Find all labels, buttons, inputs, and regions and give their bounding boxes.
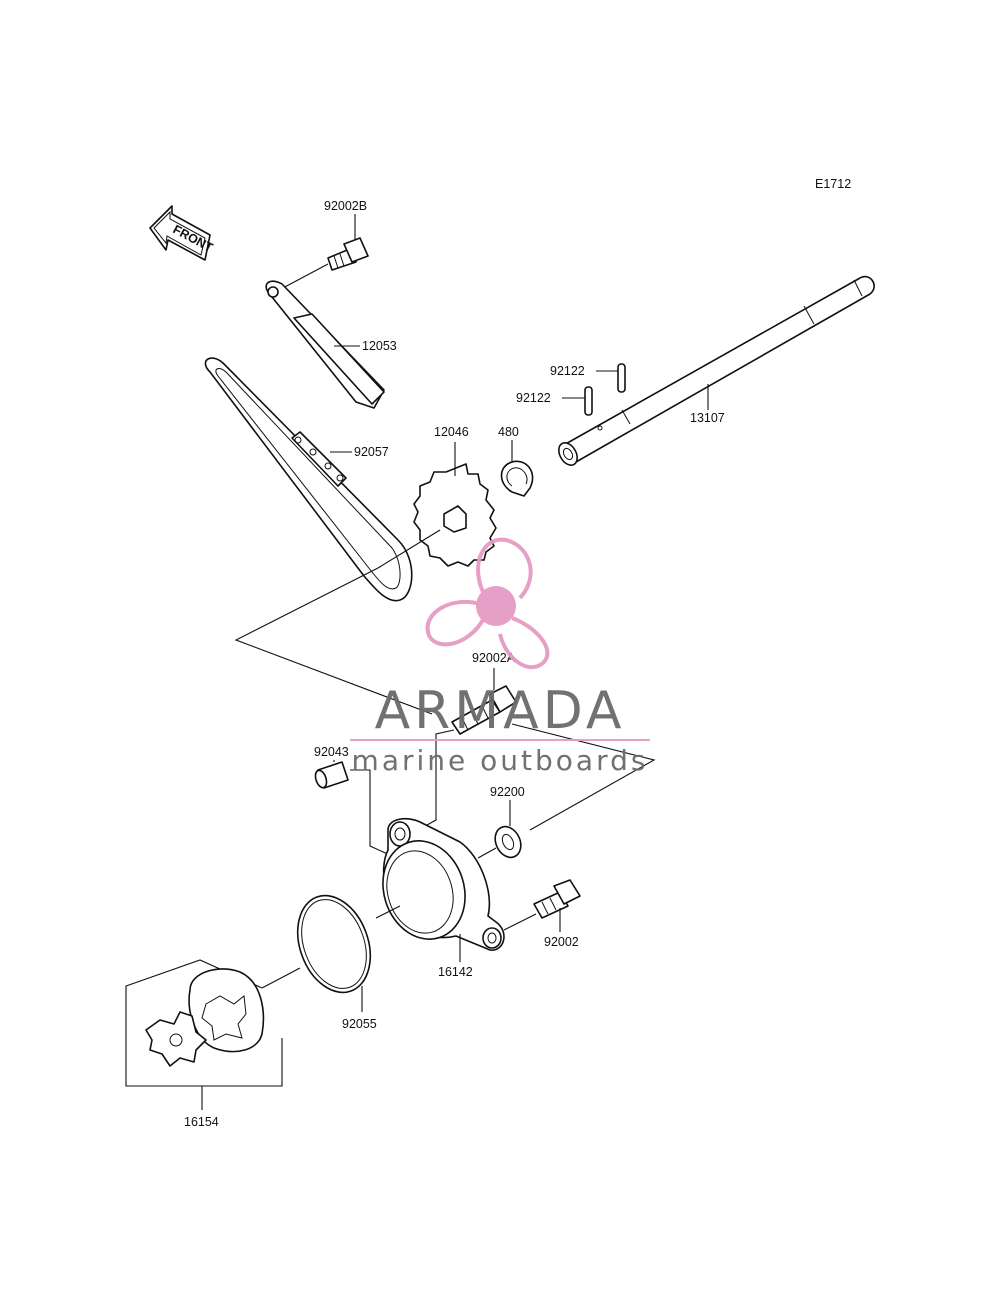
- shaft-13107: [558, 275, 875, 466]
- label-92043: 92043: [314, 745, 349, 759]
- o-ring-92055: [296, 894, 372, 1012]
- watermark-brand: ARMADA: [375, 681, 626, 741]
- reference-line-shaft: [511, 723, 656, 831]
- label-13107: 13107: [690, 411, 725, 425]
- label-92122-upper: 92122: [550, 364, 585, 378]
- label-480: 480: [498, 425, 519, 439]
- label-16154: 16154: [184, 1115, 219, 1129]
- bolt-92002B: [280, 214, 369, 290]
- label-12053: 12053: [362, 339, 397, 353]
- propeller-logo-icon: [425, 537, 550, 670]
- watermark-tagline: marine outboards: [352, 744, 649, 777]
- sprocket-12046: [377, 442, 497, 569]
- front-arrow-icon: FRONT: [149, 205, 215, 261]
- label-92122-lower: 92122: [516, 391, 551, 405]
- chain-guide-12053: [265, 280, 385, 409]
- washer-92200: [477, 800, 522, 859]
- bolt-92002: [503, 879, 581, 932]
- label-92002B: 92002B: [324, 199, 367, 213]
- rotor-set-16154: [125, 959, 301, 1110]
- label-92002A: 92002A: [472, 651, 516, 665]
- label-92200: 92200: [490, 785, 525, 799]
- pump-housing-16142: [375, 817, 505, 962]
- reference-line-chain: [234, 567, 433, 715]
- diagram-code: E1712: [815, 177, 851, 191]
- armada-watermark: ARMADA marine outboards: [350, 537, 650, 777]
- label-12046: 12046: [434, 425, 469, 439]
- circlip-480: [500, 440, 534, 497]
- pin-92122-lower: [562, 386, 593, 416]
- label-16142: 16142: [438, 965, 473, 979]
- pin-92122-upper: [596, 363, 626, 393]
- chain-92057: [204, 357, 413, 602]
- label-92055: 92055: [342, 1017, 377, 1031]
- label-92057: 92057: [354, 445, 389, 459]
- dowel-92043: [314, 760, 393, 857]
- label-92002: 92002: [544, 935, 579, 949]
